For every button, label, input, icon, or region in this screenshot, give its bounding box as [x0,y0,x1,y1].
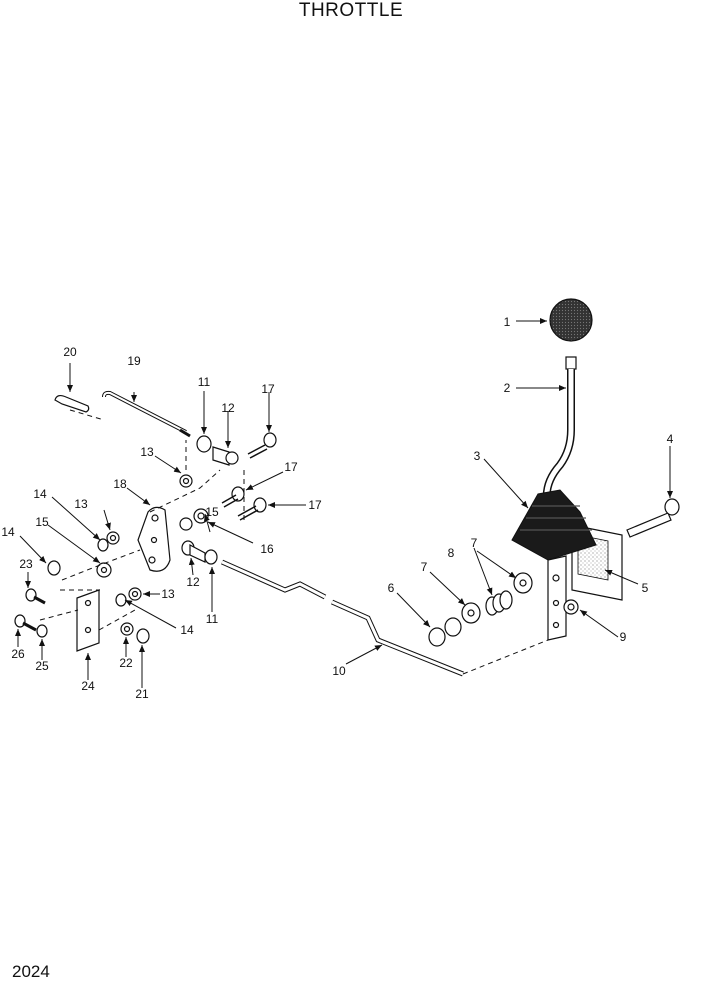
callout-labels: 1 2 3 4 5 6 7 7 8 9 10 11 11 12 12 13 13… [1,315,673,701]
callout-13c: 13 [161,587,175,601]
callout-13a: 13 [140,445,154,459]
diagram-title: THROTTLE [298,0,404,21]
long-rod-part [102,390,191,438]
nut-part-9 [563,599,579,615]
leader-lines [15,318,673,688]
callout-21: 21 [135,687,149,701]
bolt-part-4 [626,498,680,538]
callout-19: 19 [127,354,141,368]
callout-4: 4 [667,432,674,446]
callout-24: 24 [81,679,95,693]
callout-11a: 11 [198,375,211,389]
callout-20: 20 [63,345,77,359]
callout-17b: 17 [284,460,298,474]
callout-16: 16 [260,542,274,556]
callout-17c: 17 [308,498,322,512]
callout-3: 3 [474,449,481,463]
assembly-dashed-lines [39,409,245,631]
callout-13b: 13 [74,497,88,511]
callout-18: 18 [113,477,127,491]
lever-bracket-part [547,555,567,641]
callout-12b: 12 [186,575,200,589]
spring-stack-parts [428,572,533,647]
lever-shaft-part [542,356,577,501]
bellcrank-part [137,506,171,572]
callout-22: 22 [119,656,133,670]
callout-23: 23 [19,557,33,571]
rubber-boot-part [511,489,597,561]
upper-link-parts [196,432,277,466]
callout-1: 1 [504,315,511,329]
callout-14a: 14 [33,487,47,501]
callout-7b: 7 [471,536,478,550]
callout-8: 8 [448,546,455,560]
callout-17a: 17 [261,382,275,396]
callout-5: 5 [642,581,649,595]
callout-14b: 14 [1,525,15,539]
callout-9: 9 [620,630,627,644]
callout-15a: 15 [205,505,219,519]
callout-7a: 7 [421,560,428,574]
callout-25: 25 [35,659,49,673]
callout-6: 6 [388,581,395,595]
callout-14c: 14 [180,623,194,637]
callout-26: 26 [11,647,25,661]
knob-part [549,298,593,342]
callout-15b: 15 [35,515,49,529]
bracket-part [76,589,100,652]
page-number: 2024 [12,962,50,981]
callout-10: 10 [332,664,346,678]
callout-11b: 11 [206,612,219,626]
small-fastener-parts [14,588,150,644]
throttle-rod-part [220,559,549,677]
clip-part [54,394,90,413]
callout-12a: 12 [221,401,235,415]
callout-2: 2 [504,381,511,395]
